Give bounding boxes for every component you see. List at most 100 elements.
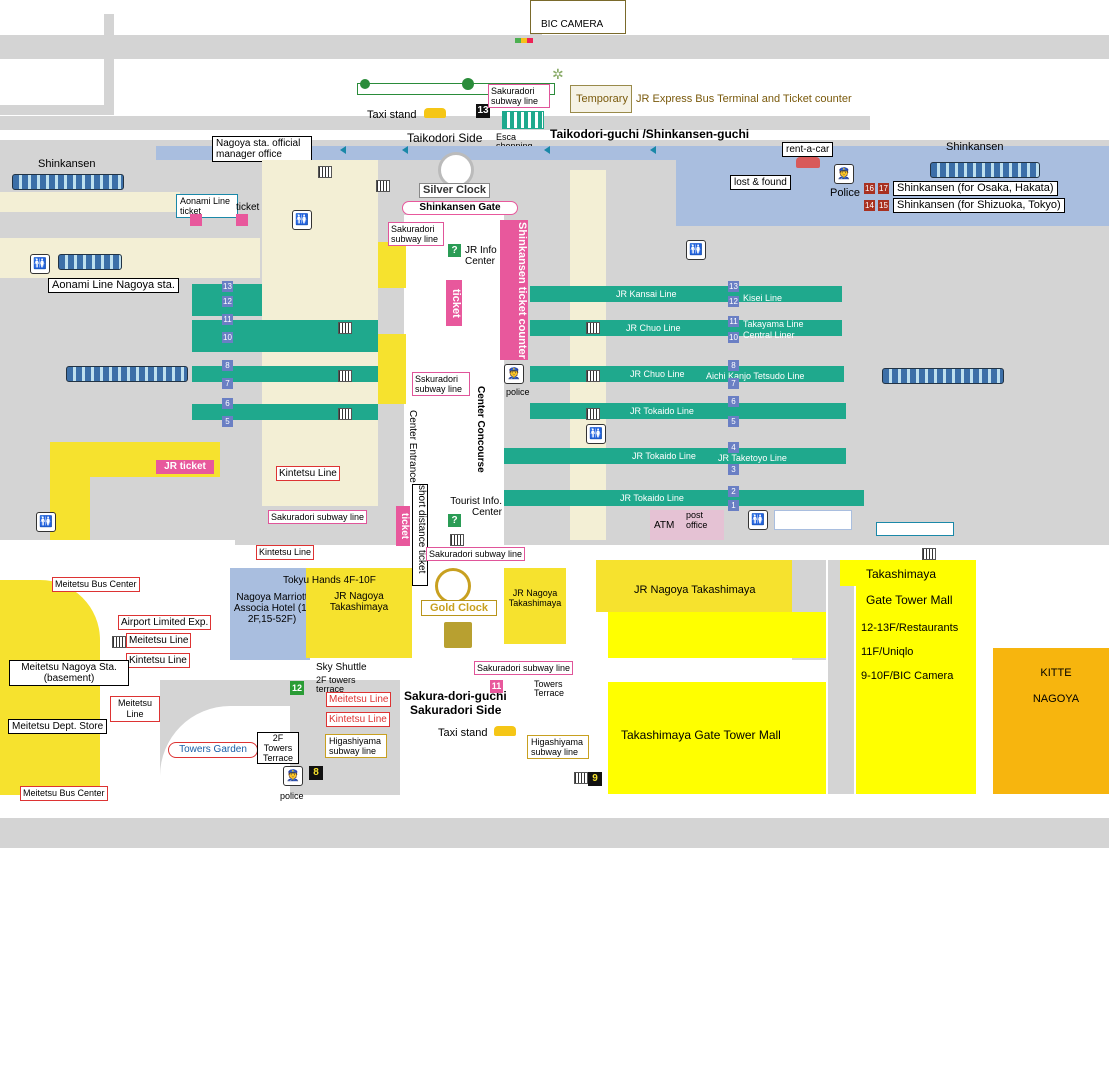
kitte-nagoya-label: KITTE NAGOYA	[1032, 667, 1080, 705]
platform-12: 12	[222, 296, 233, 307]
police-icon-center[interactable]: 👮	[504, 364, 524, 384]
shinkansen-left-label: Shinkansen	[38, 158, 96, 170]
sskuradori-label[interactable]: Sskuradori subway line	[412, 372, 470, 396]
jr-nagoya-takashimaya-main-block	[596, 560, 792, 612]
shinkansen-train-left	[12, 174, 124, 190]
rent-a-car-label[interactable]: rent-a-car	[782, 142, 834, 157]
official-manager-office-label[interactable]: Nagoya sta. official manager office	[212, 136, 312, 162]
shinkansen-osaka-label[interactable]: Shinkansen (for Osaka, Hakata)	[893, 181, 1058, 196]
taxi-stand-bottom-label: Taxi stand	[438, 727, 488, 739]
platform-12-east: 12	[728, 296, 739, 307]
kintetsu-line-label-3[interactable]: Kintetsu Line	[126, 653, 190, 668]
post-office-label: post office	[686, 510, 708, 530]
exit-12: 12	[290, 681, 304, 695]
restroom-icon-platform[interactable]: 🚻	[586, 424, 606, 444]
takashimaya-label: Takashimaya	[866, 567, 937, 581]
meitetsu-line-label-3[interactable]: Meitetsu Line	[326, 692, 392, 707]
jr-taketoyo-label: JR Taketoyo Line	[718, 453, 787, 463]
short-distance-ticket-label[interactable]: short distance ticket	[412, 484, 428, 586]
platform-8: 8	[222, 360, 233, 371]
meitetsu-dept-label[interactable]: Meitetsu Dept. Store	[8, 719, 108, 734]
gold-clock-icon	[435, 568, 471, 604]
bottom-road	[0, 818, 1109, 848]
platform-7-east: 7	[728, 378, 739, 389]
aonami-nagoya-sta-label[interactable]: Aonami Line Nagoya sta.	[48, 278, 179, 293]
gate-tower-mall-label: Gate Tower Mall	[866, 593, 953, 607]
airport-limited-label[interactable]: Airport Limited Exp.	[118, 615, 212, 630]
shinkansen-ticket-counter-label[interactable]: Shinkansen ticket counter	[500, 220, 528, 360]
sakuradori-label-5[interactable]: Sakuradori subway line	[474, 661, 574, 675]
taxi-icon-top	[424, 108, 446, 118]
sakuradori-top-label[interactable]: Sakuradori subway line	[488, 84, 550, 108]
takayama-line-label: Takayama Line	[743, 319, 804, 329]
meitetsu-line-label-2[interactable]: Meitetsu Line	[110, 696, 160, 722]
meitetsu-line-label-1[interactable]: Meitetsu Line	[126, 633, 192, 648]
kitte-nagoya-block	[993, 648, 1109, 794]
train-right-platform	[882, 368, 1004, 384]
takashimaya-gate-tower-mall-label: Takashimaya Gate Tower Mall	[621, 728, 781, 742]
ticket-vertical-label[interactable]: ticket	[446, 280, 462, 326]
bus-stop-area	[502, 111, 544, 129]
sakuradori-side-label: Sakuradori Side	[410, 703, 502, 717]
restroom-icon-aonami[interactable]: 🚻	[30, 254, 50, 274]
sakuradori-label-4[interactable]: Sakuradori subway line	[426, 547, 526, 561]
takashimaya-block-2	[504, 568, 566, 644]
platform-15: 15	[878, 200, 889, 211]
road-connector	[0, 105, 114, 115]
tree-icon-2	[462, 78, 474, 90]
track-11	[192, 320, 378, 336]
ticket-small-vertical[interactable]: ticket	[396, 506, 410, 546]
aichi-kanjo-label: Aichi Kanjo Tetsudo Line	[706, 371, 805, 381]
restroom-icon-east[interactable]: 🚻	[686, 240, 706, 260]
track-tokaido-1: JR Tokaido Line	[530, 403, 846, 419]
platform-5-east: 5	[728, 416, 739, 427]
shinkansen-shizuoka-label[interactable]: Shinkansen (for Shizuoka, Tokyo)	[893, 198, 1065, 213]
tourist-info-label: Tourist Info. Center	[450, 496, 502, 518]
floor-12-13-label: 12-13F/Restaurants	[861, 622, 959, 634]
concourse-east	[570, 170, 606, 540]
meitetsu-bus-center-1[interactable]: Meitetsu Bus Center	[52, 577, 140, 592]
meitetsu-nagoya-sta-label[interactable]: Meitetsu Nagoya Sta. (basement)	[9, 660, 129, 686]
sakuradori-label-3[interactable]: Sakuradori subway line	[268, 510, 368, 524]
center-entrance-label: Center Entrance	[407, 410, 418, 483]
aonami-ticket-label[interactable]: Aonami Line ticket	[176, 194, 238, 218]
bic-camera-marker	[515, 38, 533, 43]
higashiyama-label-2[interactable]: Higashiyama subway line	[527, 735, 589, 759]
kintetsu-line-label-2[interactable]: Kintetsu Line	[256, 545, 315, 560]
platform-10-east: 10	[728, 332, 739, 343]
lost-found-label[interactable]: lost & found	[730, 175, 791, 190]
platform-11-east: 11	[728, 316, 739, 327]
sakuradori-label-2[interactable]: Sakuradori subway line	[388, 222, 444, 246]
tourist-info-icon[interactable]: ?	[448, 514, 461, 527]
restroom-icon-south-east[interactable]: 🚻	[748, 510, 768, 530]
higashiyama-label-1[interactable]: Higashiyama subway line	[325, 734, 387, 758]
jr-nagoya-takashimaya-2: JR Nagoya Takashimaya	[508, 588, 562, 608]
track-tokaido-3: JR Tokaido Line	[504, 490, 864, 506]
platform-14: 14	[864, 200, 875, 211]
stairs-9	[922, 548, 936, 560]
gold-clock-label[interactable]: Gold Clock	[421, 600, 497, 616]
platform-11: 11	[222, 314, 233, 325]
kintetsu-line-label-4[interactable]: Kintetsu Line	[326, 712, 390, 727]
restroom-icon-west[interactable]: 🚻	[292, 210, 312, 230]
towers-terrace-2f-label: 2F towers terrace	[316, 675, 356, 694]
silver-clock-label[interactable]: Silver Clock	[419, 183, 490, 198]
entrance-arrow-2	[402, 146, 408, 154]
towers-garden-label[interactable]: Towers Garden	[168, 742, 258, 758]
marriott-label: Nagoya Marriott Associa Hotel (1-2F,15-5…	[233, 592, 311, 625]
jr-info-center-label: JR Info Center	[465, 245, 497, 267]
police-icon-top[interactable]: 👮	[834, 164, 854, 184]
taxi-stand-top-label: Taxi stand	[367, 109, 417, 121]
kintetsu-line-label-1[interactable]: Kintetsu Line	[276, 466, 340, 481]
meitetsu-bus-center-2[interactable]: Meitetsu Bus Center	[20, 786, 108, 801]
stairs-10	[112, 636, 126, 648]
police-icon-bottom[interactable]: 👮	[283, 766, 303, 786]
police-center-label: police	[506, 387, 530, 397]
jr-info-icon[interactable]: ?	[448, 244, 461, 257]
jr-ticket-label[interactable]: JR ticket	[156, 460, 214, 474]
restroom-icon-southwest[interactable]: 🚻	[36, 512, 56, 532]
shinkansen-gate-label[interactable]: Shinkansen Gate	[402, 201, 518, 215]
stairs-2	[376, 180, 390, 192]
escalator-icon	[444, 622, 472, 648]
